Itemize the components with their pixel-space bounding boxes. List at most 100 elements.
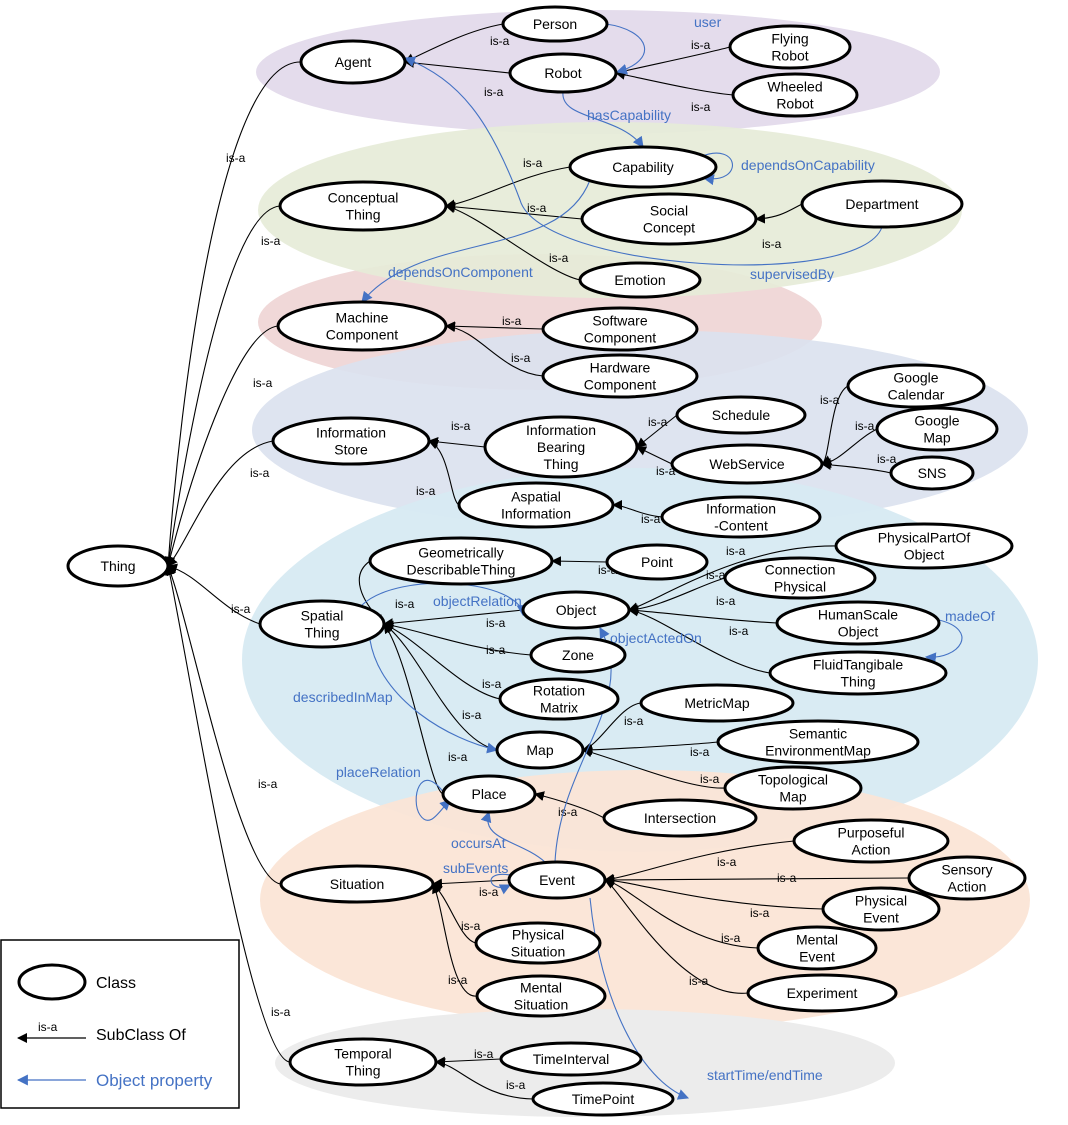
- class-node-conceptual-thing-shape: [278, 180, 448, 232]
- class-node-time-interval-shape: [499, 1041, 643, 1077]
- property-label-described-in-map: describedInMap: [293, 689, 393, 705]
- class-node-point: Point: [605, 543, 709, 581]
- class-node-time-interval-label: TimeInterval: [533, 1051, 610, 1067]
- class-node-time-point-label: TimePoint: [572, 1091, 635, 1107]
- isa-edge-purposeful-action-to-event: [604, 840, 795, 884]
- class-node-situation-shape: [279, 864, 435, 904]
- class-node-wheeled-robot-shape: [731, 72, 859, 118]
- class-node-google-map-shape: [875, 406, 999, 452]
- isa-label-place: is-a: [448, 750, 468, 764]
- class-node-metric-map-label: MetricMap: [684, 695, 750, 711]
- class-node-semantic-environment-map-label: EnvironmentMap: [765, 743, 871, 759]
- isa-label-physical-part-of-object: is-a: [726, 544, 746, 558]
- isa-edge-situation-to-thing: [166, 565, 282, 885]
- isa-edge-point-to-geometrically-describable-thing: [551, 556, 608, 567]
- class-node-connection-physical-label: Connection: [765, 562, 836, 578]
- class-node-humanscale-object-label: HumanScale: [818, 607, 898, 623]
- class-node-metric-map-shape: [639, 683, 795, 723]
- class-node-intersection-shape: [602, 798, 758, 838]
- class-node-experiment: Experiment: [746, 973, 898, 1013]
- class-node-schedule: Schedule: [675, 395, 807, 435]
- isa-label-hardware-component: is-a: [511, 351, 531, 365]
- class-node-topological-map-label: Topological: [758, 772, 828, 788]
- class-node-time-point: TimePoint: [531, 1081, 675, 1117]
- class-node-information-content: Information-Content: [660, 495, 822, 539]
- class-node-physical-part-of-object-label: Object: [904, 547, 945, 563]
- isa-edge-intersection-to-place: [534, 791, 605, 819]
- class-node-robot-label: Robot: [544, 65, 581, 81]
- class-node-webservice-label: WebService: [709, 456, 784, 472]
- property-label-sub-events: subEvents: [443, 860, 508, 876]
- isa-label-information-content: is-a: [641, 512, 661, 526]
- isa-edge-capability-to-conceptual-thing: [445, 166, 571, 210]
- class-node-temporal-thing-label: Thing: [345, 1063, 380, 1079]
- isa-label-information-bearing-thing: is-a: [451, 419, 471, 433]
- isa-edge-physical-event-to-event: [604, 875, 824, 910]
- isa-edge-zone-to-spatial-thing: [383, 620, 532, 656]
- isa-label-fluid-tangible-thing: is-a: [729, 624, 749, 638]
- isa-label-experiment: is-a: [689, 974, 709, 988]
- isa-edge-agent-to-thing: [163, 61, 302, 567]
- isa-label-intersection: is-a: [558, 805, 578, 819]
- isa-label-event: is-a: [479, 885, 499, 899]
- class-node-physical-event-shape: [821, 886, 941, 932]
- class-node-time-point-shape: [531, 1081, 675, 1117]
- isa-edge-time-point-to-temporal-thing: [435, 1058, 534, 1100]
- isa-label-temporal-thing: is-a: [271, 1005, 291, 1019]
- class-node-aspatial-information-shape: [457, 481, 615, 529]
- isa-edge-place-to-spatial-thing: [383, 623, 444, 795]
- isa-edge-information-content-to-aspatial-information: [612, 500, 663, 518]
- class-node-mental-event-label: Event: [799, 949, 835, 965]
- class-node-object-label: Object: [556, 602, 597, 618]
- class-node-humanscale-object-shape: [775, 600, 941, 646]
- class-node-physical-situation-label: Physical: [512, 927, 564, 943]
- class-node-flying-robot-label: Robot: [771, 48, 808, 64]
- isa-label-zone: is-a: [486, 643, 506, 657]
- class-node-place-label: Place: [471, 786, 506, 802]
- isa-label-software-component: is-a: [502, 314, 522, 328]
- class-node-webservice: WebService: [670, 443, 824, 485]
- isa-label-connection-physical: is-a: [706, 568, 726, 582]
- class-node-connection-physical-shape: [723, 556, 877, 600]
- class-node-thing: Thing: [66, 544, 170, 588]
- class-node-schedule-label: Schedule: [712, 407, 771, 423]
- isa-label-robot: is-a: [484, 85, 504, 99]
- isa-label-information-store: is-a: [250, 466, 270, 480]
- class-node-geometrically-describable-thing-label: Geometrically: [418, 545, 504, 561]
- isa-label-purposeful-action: is-a: [717, 855, 737, 869]
- class-node-information-bearing-thing-label: Bearing: [537, 439, 585, 455]
- class-node-physical-situation-label: Situation: [511, 944, 565, 960]
- class-node-mental-situation-label: Mental: [520, 980, 562, 996]
- property-edge-described-in-map: [369, 639, 499, 754]
- isa-label-webservice: is-a: [656, 464, 676, 478]
- isa-label-capability: is-a: [523, 156, 543, 170]
- class-node-mental-situation-shape: [475, 974, 607, 1018]
- isa-edge-machine-component-to-thing: [165, 325, 279, 567]
- class-node-object: Object: [521, 590, 631, 630]
- class-node-information-bearing-thing-label: Information: [526, 422, 596, 438]
- isa-edge-rotation-matrix-to-spatial-thing: [383, 623, 501, 700]
- class-node-agent: Agent: [299, 39, 407, 85]
- class-node-intersection: Intersection: [602, 798, 758, 838]
- isa-label-social-concept: is-a: [527, 201, 547, 215]
- class-node-situation-label: Situation: [330, 876, 384, 892]
- class-node-machine-component-shape: [276, 300, 448, 352]
- isa-label-wheeled-robot: is-a: [691, 100, 711, 114]
- class-node-information-store-label: Information: [316, 425, 386, 441]
- class-node-event-shape: [507, 860, 607, 900]
- class-node-rotation-matrix-label: Rotation: [533, 683, 585, 699]
- class-node-hardware-component-label: Component: [584, 377, 656, 393]
- class-node-connection-physical-label: Physical: [774, 579, 826, 595]
- class-node-object-shape: [521, 590, 631, 630]
- class-node-physical-event-label: Physical: [855, 893, 907, 909]
- class-node-temporal-thing-label: Temporal: [334, 1046, 392, 1062]
- class-node-zone-shape: [529, 636, 627, 674]
